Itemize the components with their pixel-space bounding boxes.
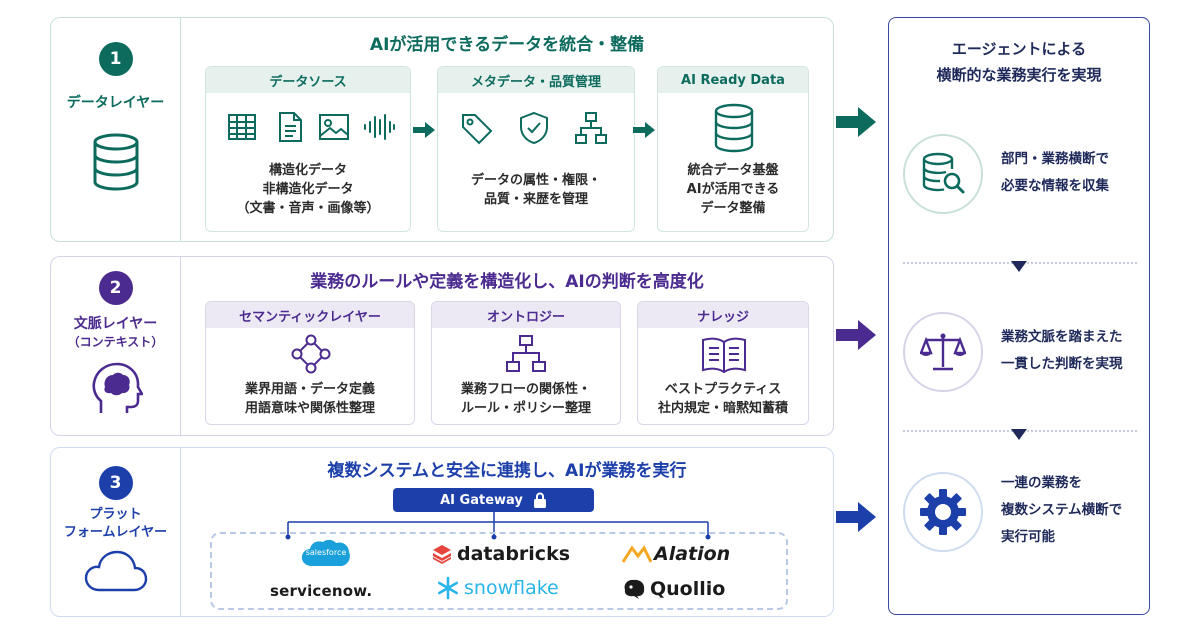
database-icon	[93, 133, 138, 191]
servicenow-logo: servicenow.	[270, 582, 373, 600]
table-icon	[228, 114, 256, 140]
layer-name: 文脈レイヤー （コンテキスト）	[68, 315, 164, 351]
panel-item-judgement: 業務文脈を踏まえた 一貫した判断を実現	[903, 312, 1137, 392]
layer-title: 複数システムと安全に連携し、AIが業務を実行	[327, 461, 687, 481]
card-text: 統合データ基盤 AIが活用できる データ整備	[686, 163, 780, 216]
partner-logos-box	[210, 532, 788, 610]
gateway-connector	[285, 512, 711, 540]
card-metadata: メタデータ・品質管理 データの属性・権限・ 品質・来歴を管理	[437, 66, 635, 232]
context-layer: 2 文脈レイヤー （コンテキスト） 業務のルールや定義を構造化し、AIの判断を高…	[50, 256, 834, 436]
layer-title: 業務のルールや定義を構造化し、AIの判断を高度化	[310, 272, 704, 292]
layer-number-badge: 1	[98, 42, 133, 76]
layer-name-line: データレイヤー	[66, 95, 165, 111]
panel-item-collect: 部門・業務横断で 必要な情報を収集	[903, 134, 1137, 214]
tag-icon	[462, 114, 493, 145]
layer-side: 3 プラット フォームレイヤー	[51, 448, 181, 616]
alation-logo: Alation	[622, 541, 730, 567]
arrow-right-icon	[633, 122, 655, 138]
card-head: AI Ready Data	[658, 67, 808, 93]
card-text: ベストプラクティス 社内規定・暗黙知蓄積	[657, 382, 788, 416]
database-icon	[714, 103, 754, 153]
head-brain-icon	[91, 362, 143, 413]
gateway-label: AI Gateway	[440, 492, 523, 508]
lock-icon	[533, 492, 546, 508]
arrow-right-icon	[836, 502, 876, 532]
snowflake-logo: snowflake	[436, 574, 559, 602]
card-text: データの属性・権限・ 品質・来歴を管理	[470, 173, 601, 207]
panel-icon-circle	[903, 472, 983, 552]
layer-number-badge: 2	[98, 271, 133, 305]
arrow-right-icon	[836, 107, 876, 137]
layer-side: 1 データレイヤー	[51, 18, 181, 241]
cloud-icon	[84, 550, 147, 592]
data-layer: 1 データレイヤー AIが活用できるデータを統合・整備 データソース	[50, 17, 834, 242]
shield-check-icon	[520, 111, 548, 145]
panel-icon-circle	[903, 134, 983, 214]
card-text: 構造化データ 非構造化データ （文書・音声・画像等）	[236, 163, 380, 216]
card-knowledge: ナレッジ ベストプラクティス 社内規定・暗黙知蓄積	[637, 301, 809, 425]
panel-item-text: 業務文脈を踏まえた 一貫した判断を実現	[1001, 329, 1123, 372]
card-head: データソース	[206, 67, 410, 93]
quollio-logo: Quollio	[622, 576, 725, 602]
layer-name-line: 文脈レイヤー	[73, 316, 158, 332]
hierarchy-icon	[575, 112, 607, 144]
network-nodes-icon	[291, 334, 331, 374]
card-ontology: オントロジー 業務フローの関係性・ ルール・ポリシー整理	[431, 301, 621, 425]
gear-icon	[920, 489, 966, 535]
layer-name-line: プラット	[89, 507, 142, 522]
down-arrow-icon	[1011, 429, 1027, 440]
flow-chart-icon	[506, 335, 546, 372]
image-icon	[319, 114, 349, 140]
agent-panel: エージェントによる 横断的な業務実行を実現 部門・業務横断で 必要な情報を収集 …	[888, 17, 1150, 615]
panel-item-execution: 一連の業務を 複数システム横断で 実行可能	[903, 472, 1137, 552]
card-text: 業務フローの関係性・ ルール・ポリシー整理	[460, 382, 591, 416]
panel-icon-circle	[903, 312, 983, 392]
ai-gateway-bar: AI Gateway	[393, 488, 594, 512]
card-head: ナレッジ	[638, 302, 808, 328]
panel-item-text: 一連の業務を 複数システム横断で 実行可能	[1001, 475, 1123, 545]
arrow-right-icon	[836, 320, 876, 350]
card-head: セマンティックレイヤー	[206, 302, 414, 328]
snowflake-mark-icon	[437, 576, 459, 600]
quollio-mark-icon	[624, 579, 645, 599]
layer-title: AIが活用できるデータを統合・整備	[369, 35, 645, 55]
alation-mark-icon	[622, 545, 652, 563]
database-search-icon	[922, 152, 965, 194]
panel-title: エージェントによる 横断的な業務実行を実現	[936, 40, 1102, 84]
card-text: 業界用語・データ定義 用語意味や関係性整理	[244, 382, 375, 416]
salesforce-logo: salesforce	[300, 538, 352, 568]
card-head: メタデータ・品質管理	[438, 67, 634, 93]
audio-wave-icon	[364, 114, 395, 140]
arrow-right-icon	[413, 122, 435, 138]
layer-name-line: （コンテキスト）	[67, 335, 164, 349]
card-head: オントロジー	[432, 302, 620, 328]
layer-name: プラット フォームレイヤー	[64, 506, 167, 542]
card-data-source: データソース 構造化データ 非構造化データ （文書・音声・画像等）	[205, 66, 411, 232]
card-ai-ready-data: AI Ready Data 統合データ基盤 AIが活用できる データ整備	[657, 66, 809, 232]
layer-name: データレイヤー	[67, 94, 165, 112]
document-icon	[279, 112, 302, 142]
databricks-mark-icon	[433, 545, 451, 564]
layer-number-badge: 3	[98, 466, 133, 500]
layer-name-line: フォームレイヤー	[63, 525, 168, 540]
layer-side: 2 文脈レイヤー （コンテキスト）	[51, 257, 181, 435]
card-semantic-layer: セマンティックレイヤー 業界用語・データ定義 用語意味や関係性整理	[205, 301, 415, 425]
databricks-logo: databricks	[432, 541, 570, 567]
scale-icon	[920, 333, 966, 371]
open-book-icon	[702, 337, 746, 374]
panel-item-text: 部門・業務横断で 必要な情報を収集	[1001, 151, 1109, 194]
down-arrow-icon	[1011, 261, 1027, 272]
